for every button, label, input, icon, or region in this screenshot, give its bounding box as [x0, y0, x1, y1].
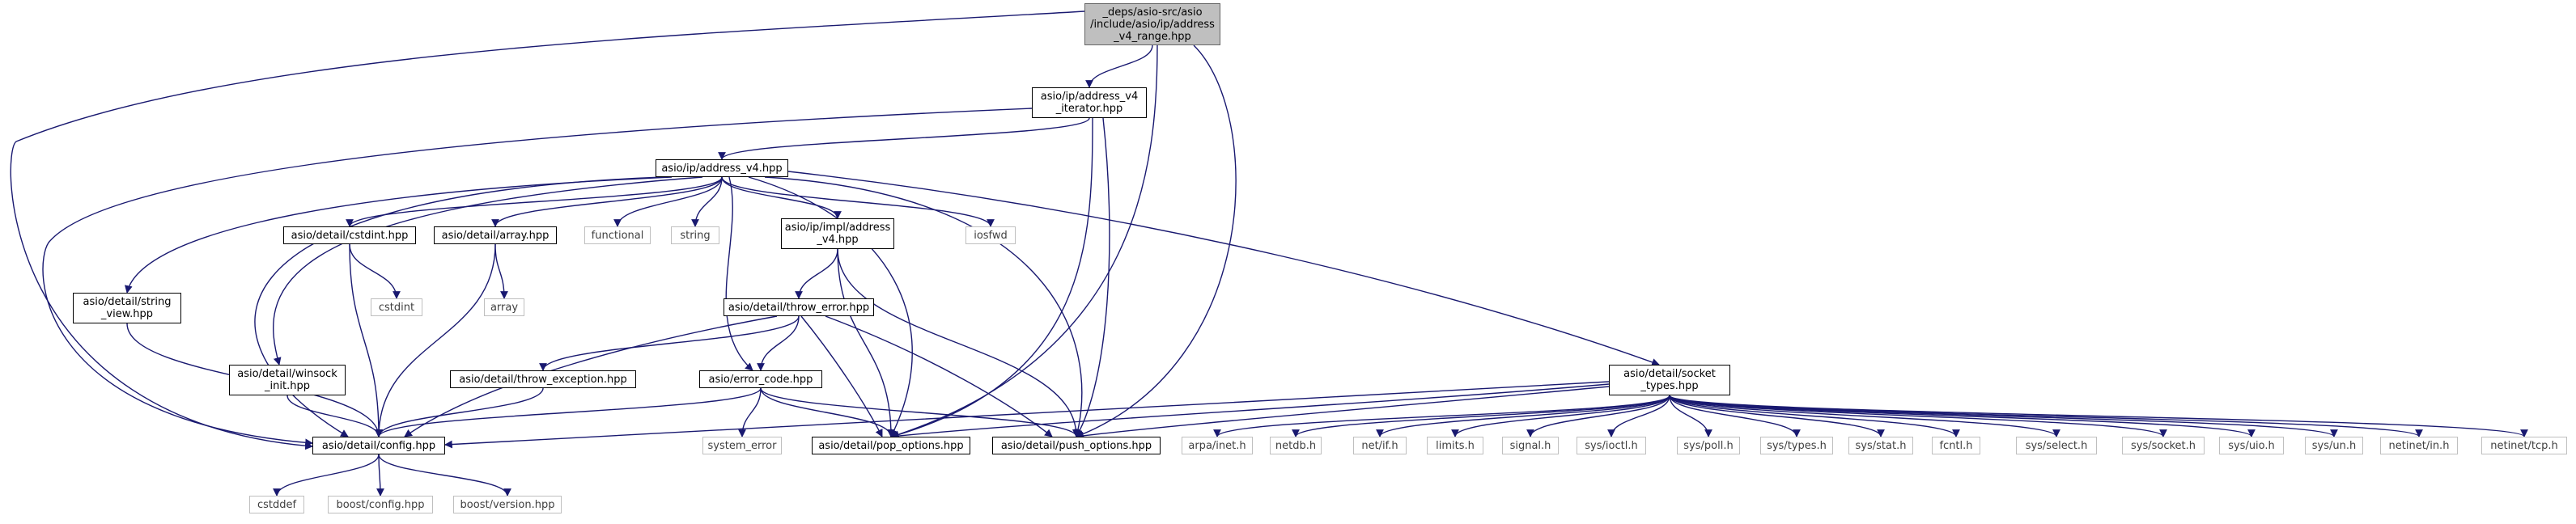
edge-addrv4-to-impl-addrv4	[721, 176, 842, 219]
edge-addrv4-to-array-hpp	[491, 176, 723, 227]
node-netdb: netdb.h	[1270, 437, 1322, 454]
node-throw-exception[interactable]: asio/detail/throw_exception.hpp	[450, 370, 636, 388]
edge-config-to-boost-version	[378, 454, 511, 497]
edge-throw-error-to-error-code	[757, 315, 800, 371]
node-error-code[interactable]: asio/error_code.hpp	[699, 370, 822, 388]
edge-socket-types-to-netdb	[1292, 395, 1670, 437]
edge-root-to-iter	[1085, 44, 1153, 88]
node-cstddef: cstddef	[249, 496, 304, 513]
edge-iter-to-push-options	[1076, 117, 1110, 437]
edge-socket-types-to-sys-socket	[1669, 395, 2167, 437]
edge-socket-types-to-limits	[1451, 395, 1670, 437]
node-iosfwd: iosfwd	[965, 226, 1016, 244]
node-fcntl: fcntl.h	[1932, 437, 1980, 454]
node-net-if: net/if.h	[1353, 437, 1407, 454]
edge-cstdint-hpp-to-config	[349, 243, 383, 437]
node-array-hpp[interactable]: asio/detail/array.hpp	[434, 226, 557, 244]
edge-socket-types-to-fcntl	[1669, 395, 1960, 437]
edge-array-hpp-to-config	[375, 243, 496, 437]
edge-addrv4-to-socket-types	[787, 171, 1660, 366]
node-array: array	[484, 298, 524, 316]
edge-socket-types-to-sys-uio	[1669, 395, 2256, 437]
node-iter[interactable]: asio/ip/address_v4 _iterator.hpp	[1032, 87, 1147, 118]
edge-socket-types-to-sys-types	[1669, 395, 1801, 437]
edge-impl-addrv4-to-throw-error	[795, 248, 838, 299]
node-sys-un: sys/un.h	[2305, 437, 2363, 454]
edge-socket-types-to-net-if	[1376, 395, 1670, 437]
edge-root-to-push-options	[1076, 44, 1237, 438]
edge-socket-types-to-arpa-inet	[1213, 395, 1670, 437]
edge-socket-types-to-netinet-tcp	[1669, 395, 2528, 437]
edge-root-to-config	[10, 11, 1085, 450]
node-netinet-in: netinet/in.h	[2380, 437, 2458, 454]
edge-socket-types-to-sys-select	[1669, 395, 2060, 437]
node-system-error: system_error	[702, 437, 782, 454]
node-impl-addrv4[interactable]: asio/ip/impl/address _v4.hpp	[781, 218, 894, 249]
edge-iter-to-pop-options	[891, 117, 1093, 439]
edge-addrv4-to-pop-options	[748, 176, 913, 437]
edge-socket-types-to-signal	[1526, 395, 1670, 437]
edge-socket-types-to-pop-options	[890, 383, 1610, 440]
edge-error-code-to-pop-options	[760, 387, 895, 437]
edge-error-code-to-system-error	[738, 387, 762, 437]
edge-iter-to-config	[42, 108, 1033, 447]
node-sys-poll: sys/poll.h	[1677, 437, 1740, 454]
edge-socket-types-to-push-options	[1076, 386, 1610, 440]
node-limits: limits.h	[1427, 437, 1483, 454]
edge-throw-exception-to-config	[375, 387, 544, 437]
edge-addrv4-to-cstdint-hpp	[346, 176, 723, 227]
edge-config-to-cstddef	[273, 454, 380, 497]
edge-throw-error-to-throw-exception	[539, 315, 800, 371]
node-sys-select: sys/select.h	[2016, 437, 2097, 454]
node-sys-uio: sys/uio.h	[2219, 437, 2284, 454]
edge-addrv4-to-push-options	[764, 176, 1083, 437]
edge-socket-types-to-sys-poll	[1669, 395, 1712, 437]
node-root[interactable]: _deps/asio-src/asio /include/asio/ip/add…	[1084, 3, 1220, 45]
node-config[interactable]: asio/detail/config.hpp	[312, 437, 445, 454]
edges-layer	[10, 11, 2528, 497]
node-winsock[interactable]: asio/detail/winsock _init.hpp	[229, 365, 346, 395]
node-socket-types[interactable]: asio/detail/socket _types.hpp	[1609, 365, 1730, 395]
edge-socket-types-to-config	[444, 381, 1610, 449]
node-arpa-inet: arpa/inet.h	[1182, 437, 1253, 454]
edge-impl-addrv4-to-push-options	[837, 248, 1080, 437]
edge-error-code-to-config	[375, 387, 762, 437]
node-sys-socket: sys/socket.h	[2122, 437, 2205, 454]
node-signal: signal.h	[1502, 437, 1559, 454]
node-string-view[interactable]: asio/detail/string _view.hpp	[73, 293, 181, 323]
edge-throw-error-to-config	[404, 315, 778, 437]
node-throw-error[interactable]: asio/detail/throw_error.hpp	[724, 298, 874, 316]
node-sys-types: sys/types.h	[1760, 437, 1833, 454]
edge-iter-to-addrv4	[718, 117, 1090, 160]
edge-cstdint-hpp-to-cstdint	[349, 243, 401, 299]
node-string: string	[671, 226, 719, 244]
edge-addrv4-to-error-code	[725, 176, 753, 371]
node-sys-ioctl: sys/ioctl.h	[1577, 437, 1646, 454]
node-push-options[interactable]: asio/detail/push_options.hpp	[992, 437, 1161, 454]
edge-addrv4-to-winsock	[273, 176, 703, 366]
edge-impl-addrv4-to-pop-options	[837, 248, 895, 437]
node-sys-stat: sys/stat.h	[1848, 437, 1913, 454]
node-boost-config: boost/config.hpp	[328, 496, 433, 513]
edge-socket-types-to-sys-ioctl	[1607, 395, 1670, 437]
edge-config-to-boost-config	[376, 454, 384, 497]
edge-addrv4-to-string	[691, 176, 723, 227]
edge-addrv4-to-functional	[613, 176, 723, 227]
node-boost-version: boost/version.hpp	[453, 496, 562, 513]
node-cstdint-hpp[interactable]: asio/detail/cstdint.hpp	[283, 226, 416, 244]
node-cstdint: cstdint	[371, 298, 422, 316]
node-addrv4[interactable]: asio/ip/address_v4.hpp	[656, 159, 788, 177]
edge-addrv4-to-string-view	[125, 176, 673, 294]
edge-socket-types-to-sys-stat	[1669, 395, 1885, 437]
node-functional: functional	[584, 226, 651, 244]
node-netinet-tcp: netinet/tcp.h	[2481, 437, 2567, 454]
edge-error-code-to-push-options	[760, 387, 1080, 437]
node-pop-options[interactable]: asio/detail/pop_options.hpp	[812, 437, 970, 454]
edge-addrv4-to-iosfwd	[721, 176, 995, 227]
